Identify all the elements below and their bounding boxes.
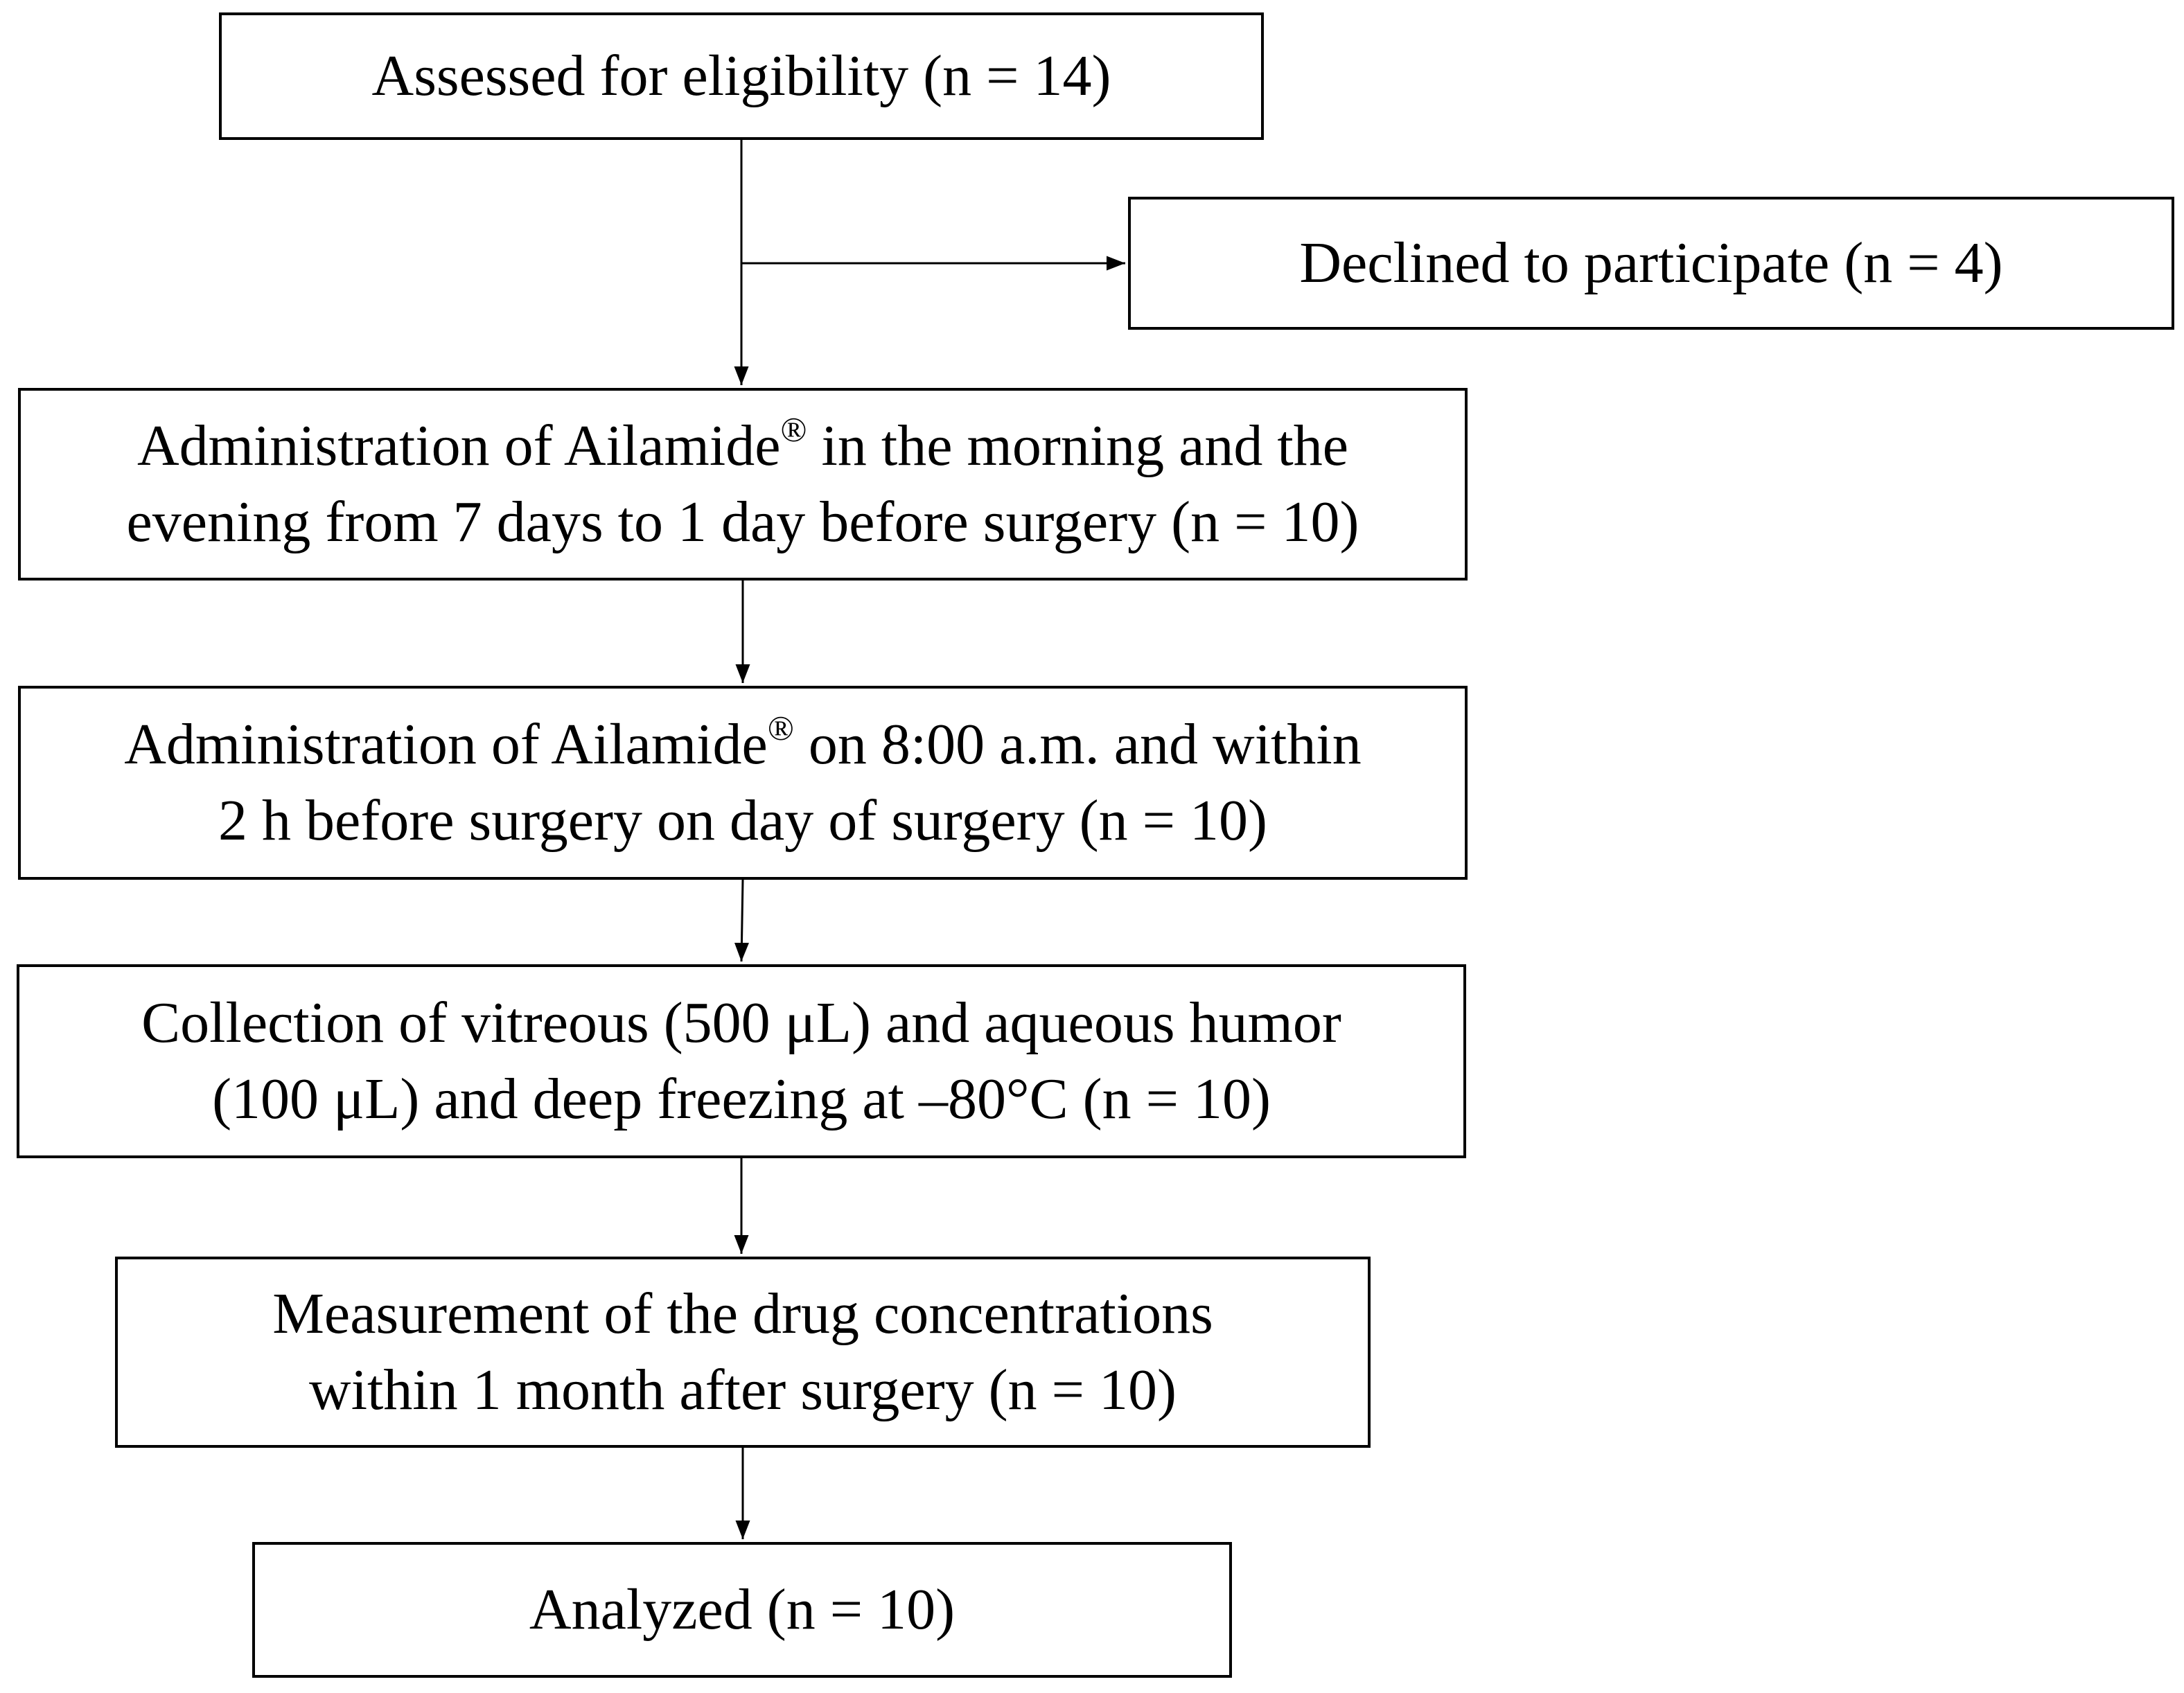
measurement-line-1: Measurement of the drug concentrations	[272, 1282, 1213, 1346]
drug-name-text: Administration of Ailamide	[124, 712, 768, 777]
administration-pre-surgery-line-1: Administration of Ailamide® in the morni…	[137, 408, 1348, 484]
administration-day-of-surgery-box: Administration of Ailamide® on 8:00 a.m.…	[18, 686, 1468, 880]
declined-text: Declined to participate (n = 4)	[1299, 231, 2003, 295]
administration-day-of-surgery-line-1: Administration of Ailamide® on 8:00 a.m.…	[124, 707, 1361, 783]
collection-line-1: Collection of vitreous (500 μL) and aque…	[141, 991, 1341, 1055]
administration-pre-surgery-box: Administration of Ailamide® in the morni…	[18, 388, 1468, 580]
measurement-box: Measurement of the drug concentrations w…	[115, 1257, 1371, 1448]
administration-day-of-surgery-line-2: 2 h before surgery on day of surgery (n …	[218, 788, 1267, 853]
analyzed-text: Analyzed (n = 10)	[529, 1577, 956, 1642]
administration-timing-text: on 8:00 a.m. and within	[793, 712, 1362, 777]
registered-mark: ®	[767, 709, 794, 747]
administration-pre-surgery-line-2: evening from 7 days to 1 day before surg…	[126, 490, 1359, 554]
drug-name-text: Administration of Ailamide	[136, 414, 781, 478]
registered-mark: ®	[780, 410, 807, 449]
eligibility-text: Assessed for eligibility (n = 14)	[371, 44, 1111, 108]
collection-box: Collection of vitreous (500 μL) and aque…	[17, 964, 1466, 1158]
analyzed-box: Analyzed (n = 10)	[252, 1542, 1232, 1678]
collection-line-2: (100 μL) and deep freezing at –80°C (n =…	[212, 1067, 1271, 1131]
administration-timing-text: in the morning and the	[807, 414, 1349, 478]
eligibility-box: Assessed for eligibility (n = 14)	[219, 12, 1264, 140]
declined-box: Declined to participate (n = 4)	[1128, 197, 2174, 330]
arrow-admin-day-to-collection	[734, 879, 749, 962]
measurement-line-2: within 1 month after surgery (n = 10)	[309, 1358, 1177, 1422]
